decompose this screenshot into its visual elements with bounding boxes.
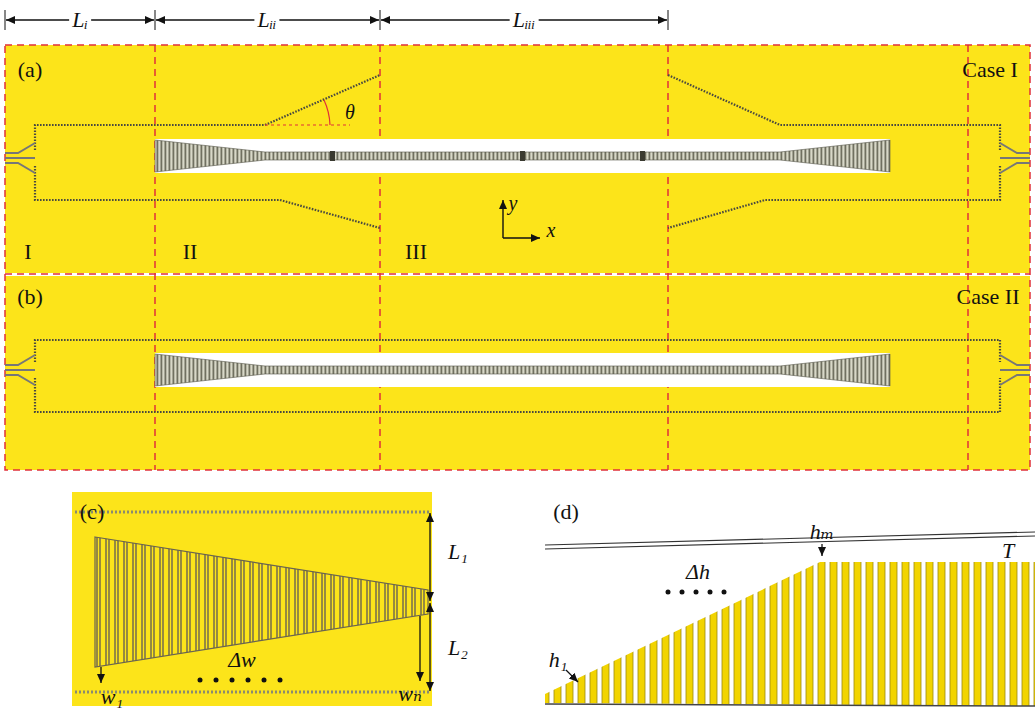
figure-label: x (547, 220, 556, 240)
figure-label: wₙ (398, 683, 422, 705)
figure-label: Lᵢᵢ (254, 9, 279, 31)
strip-mark (330, 151, 645, 161)
slot (155, 353, 890, 387)
figure-label: III (405, 241, 427, 263)
substrate-edge (545, 704, 1035, 706)
figure-label: Lᵢ (69, 9, 91, 31)
figure-label: (b) (17, 286, 43, 308)
figure-label: L₂ (448, 637, 468, 659)
axis (503, 200, 540, 238)
slot (155, 139, 890, 173)
ground-plane (5, 45, 1030, 273)
figure-label: (c) (80, 501, 104, 523)
ground-plane (72, 492, 432, 706)
figure-label: Δw (228, 649, 256, 671)
corrugated-strip (155, 354, 890, 386)
feed-line (5, 143, 1030, 173)
dimension-tick (5, 10, 668, 30)
figure-label: II (183, 241, 198, 263)
ground-edge (545, 532, 1035, 549)
ground-plane (5, 276, 1030, 470)
figure-label: y (509, 193, 518, 213)
ground-outline (35, 75, 1000, 228)
figure-label: w₁ (101, 686, 123, 708)
angle-arc (324, 100, 330, 125)
figure-label: Case I (962, 59, 1018, 81)
corrugated-strip (155, 140, 890, 172)
ground-edge (75, 512, 430, 692)
figure-label: hₘ (810, 521, 835, 543)
ellipsis-dots (666, 590, 727, 595)
angle-reference (265, 124, 350, 125)
figure-label: Lᵢᵢᵢ (510, 9, 539, 31)
figure-label: Case II (957, 286, 1020, 308)
ellipsis-dots (198, 678, 283, 683)
figure-label: (a) (18, 59, 42, 81)
figure-label: (d) (553, 501, 579, 523)
dimension-arrow (101, 513, 430, 691)
figure-label: Δh (686, 561, 710, 583)
feed-line (5, 355, 1030, 385)
dimension-arrow (6, 19, 667, 20)
figure-label: I (24, 241, 31, 263)
figure-label: L₁ (448, 541, 468, 563)
figure-label: θ (345, 102, 355, 122)
tapered-teeth (95, 537, 428, 667)
graded-bars (545, 562, 1035, 706)
ground-outline (35, 340, 1000, 412)
leader-arrow (566, 544, 822, 682)
section-frame (5, 45, 1030, 470)
figure-label: h₁ (549, 649, 568, 671)
figure-label: T (1002, 540, 1014, 562)
